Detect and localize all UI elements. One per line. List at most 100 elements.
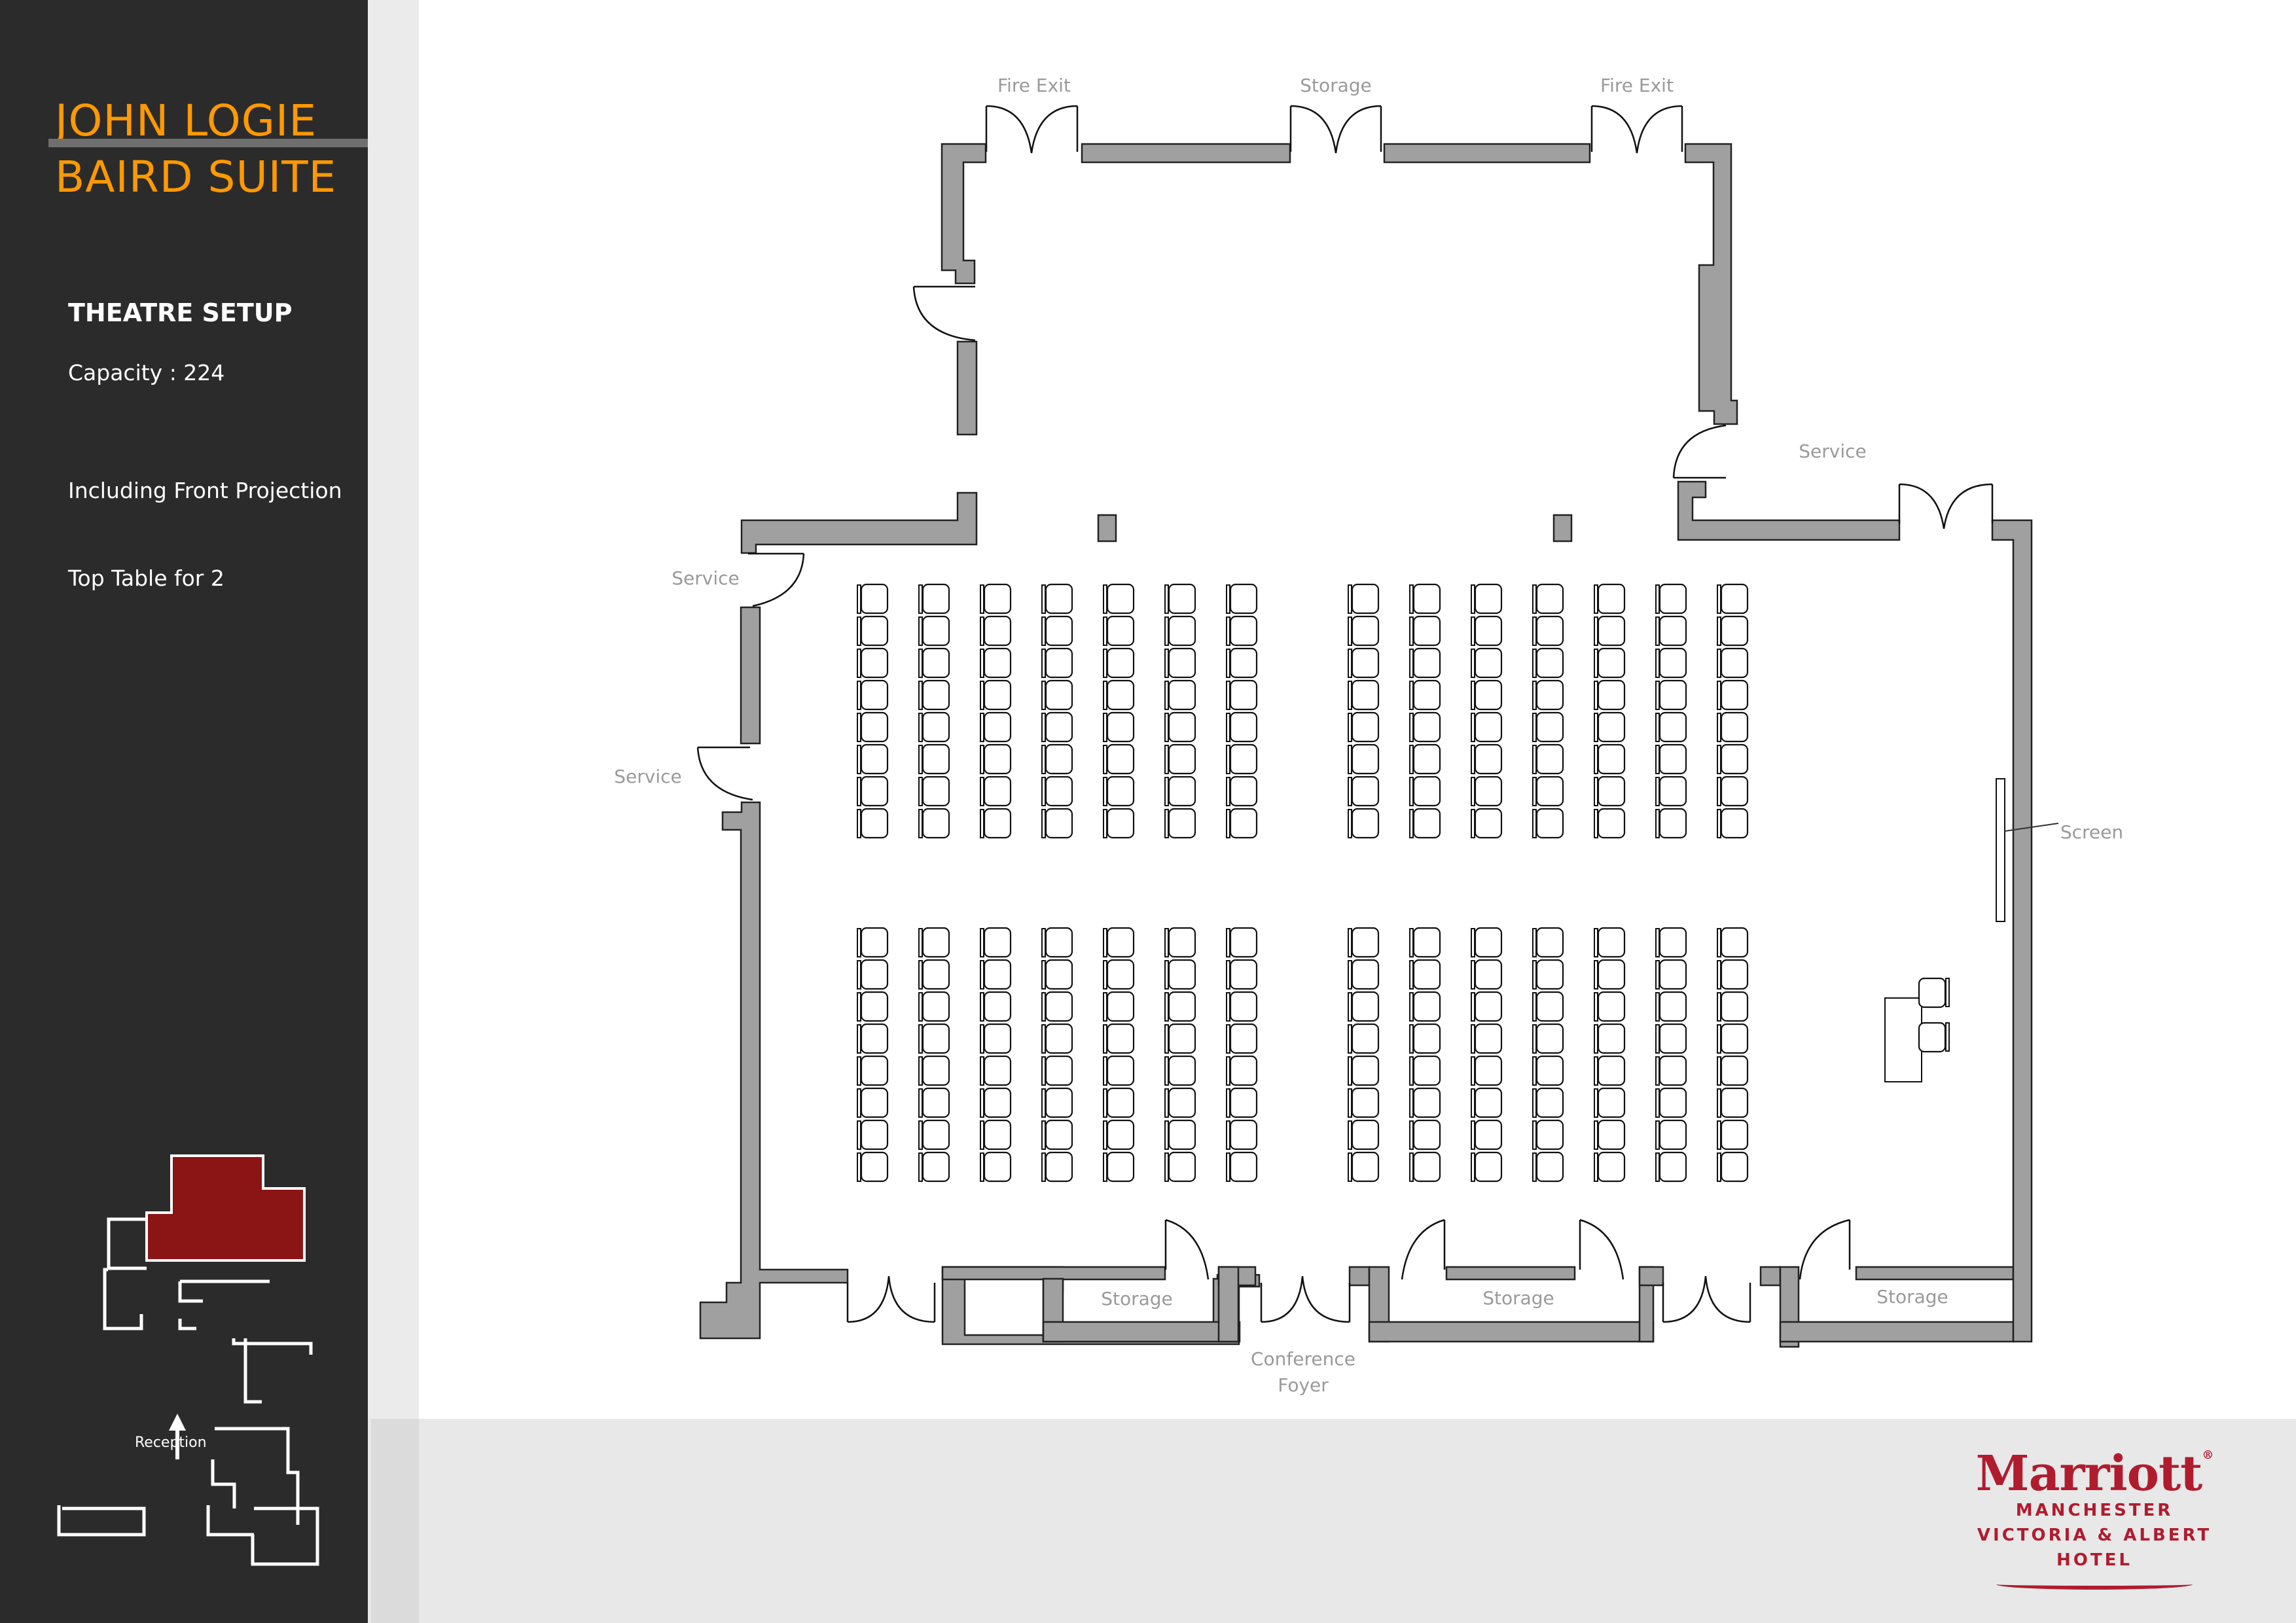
chair xyxy=(918,647,950,679)
room-title-line1: JOHN LOGIE xyxy=(55,96,317,146)
chair xyxy=(1347,1119,1380,1150)
chair xyxy=(1532,583,1564,615)
chair xyxy=(1225,583,1258,615)
locator-outline xyxy=(57,1217,319,1566)
chair xyxy=(1225,991,1258,1022)
chair xyxy=(1408,1087,1441,1118)
chair xyxy=(856,1119,889,1150)
chair xyxy=(1470,679,1503,711)
chair xyxy=(1225,1151,1258,1183)
label-fire-exit-right: Fire Exit xyxy=(1600,75,1674,96)
chair xyxy=(1041,583,1073,615)
chair xyxy=(918,743,950,775)
chair xyxy=(979,927,1012,958)
chair xyxy=(1655,647,1687,679)
chair xyxy=(1716,711,1749,743)
label-service-top-right: Service xyxy=(1799,440,1866,462)
chair xyxy=(1532,1119,1564,1150)
chair xyxy=(1716,583,1749,615)
chair xyxy=(1470,927,1503,958)
chair xyxy=(1470,808,1503,839)
chair xyxy=(1655,583,1687,615)
chair xyxy=(1408,1055,1441,1086)
chair xyxy=(1593,583,1626,615)
chair xyxy=(856,991,889,1022)
chair xyxy=(979,743,1012,775)
chair xyxy=(1716,927,1749,958)
chair xyxy=(1164,1055,1196,1086)
chair xyxy=(1655,1087,1687,1118)
chair xyxy=(1347,615,1380,647)
chair xyxy=(856,583,889,615)
chair xyxy=(1716,1087,1749,1118)
chair xyxy=(1716,647,1749,679)
chair xyxy=(1655,743,1687,775)
label-fire-exit-left: Fire Exit xyxy=(997,75,1071,96)
chair xyxy=(856,711,889,743)
chair xyxy=(1655,808,1687,839)
chair xyxy=(1470,647,1503,679)
projection-screen xyxy=(1996,778,2059,922)
chair xyxy=(1532,959,1564,990)
chair xyxy=(1102,1151,1135,1183)
chair xyxy=(1532,679,1564,711)
chair xyxy=(1593,743,1626,775)
chair xyxy=(1041,927,1073,958)
chair xyxy=(1716,1055,1749,1086)
locator-highlight-room xyxy=(145,1154,306,1262)
logo-swoosh xyxy=(1996,1579,2193,1590)
chair xyxy=(1347,1087,1380,1118)
chair xyxy=(1102,959,1135,990)
chair xyxy=(1655,615,1687,647)
chair xyxy=(1225,1023,1258,1054)
chair xyxy=(1593,1119,1626,1150)
chair xyxy=(856,959,889,990)
chair xyxy=(1225,776,1258,807)
chair xyxy=(1102,583,1135,615)
chair xyxy=(1593,711,1626,743)
chair xyxy=(1408,583,1441,615)
chair xyxy=(1716,679,1749,711)
chair xyxy=(1716,991,1749,1022)
chair xyxy=(1041,615,1073,647)
page-gutter xyxy=(368,0,419,1623)
chair xyxy=(979,679,1012,711)
chair xyxy=(1102,1119,1135,1150)
chair xyxy=(1102,743,1135,775)
chair xyxy=(918,1151,950,1183)
chair xyxy=(1164,679,1196,711)
label-screen: Screen xyxy=(2060,821,2123,843)
chair xyxy=(1716,1023,1749,1054)
sidebar: JOHN LOGIE BAIRD SUITE THEATRE SETUP Cap… xyxy=(0,0,368,1623)
chair xyxy=(1164,743,1196,775)
chair xyxy=(1164,808,1196,839)
chair xyxy=(1470,1023,1503,1054)
footer-band xyxy=(368,1419,2296,1623)
marriott-logo: Marriott® MANCHESTER VICTORIA & ALBERT H… xyxy=(1937,1450,2251,1590)
chair xyxy=(1470,1087,1503,1118)
chair xyxy=(1716,1151,1749,1183)
chair xyxy=(1655,776,1687,807)
chair xyxy=(1164,583,1196,615)
chair xyxy=(918,1119,950,1150)
chair xyxy=(1655,1119,1687,1150)
chair xyxy=(856,1055,889,1086)
chair xyxy=(918,959,950,990)
chair xyxy=(1655,991,1687,1022)
setup-title: THEATRE SETUP xyxy=(68,298,293,327)
chair xyxy=(1164,1023,1196,1054)
chair xyxy=(1716,776,1749,807)
chair xyxy=(1225,711,1258,743)
chair xyxy=(1470,743,1503,775)
chair xyxy=(1408,647,1441,679)
chair xyxy=(1347,743,1380,775)
label-conference-foyer-1: Conference xyxy=(1251,1348,1355,1370)
chair xyxy=(1408,711,1441,743)
chair xyxy=(1225,1055,1258,1086)
chair xyxy=(1532,615,1564,647)
chair xyxy=(1164,1119,1196,1150)
chair xyxy=(1164,959,1196,990)
doors xyxy=(696,105,1994,1323)
chair xyxy=(918,808,950,839)
